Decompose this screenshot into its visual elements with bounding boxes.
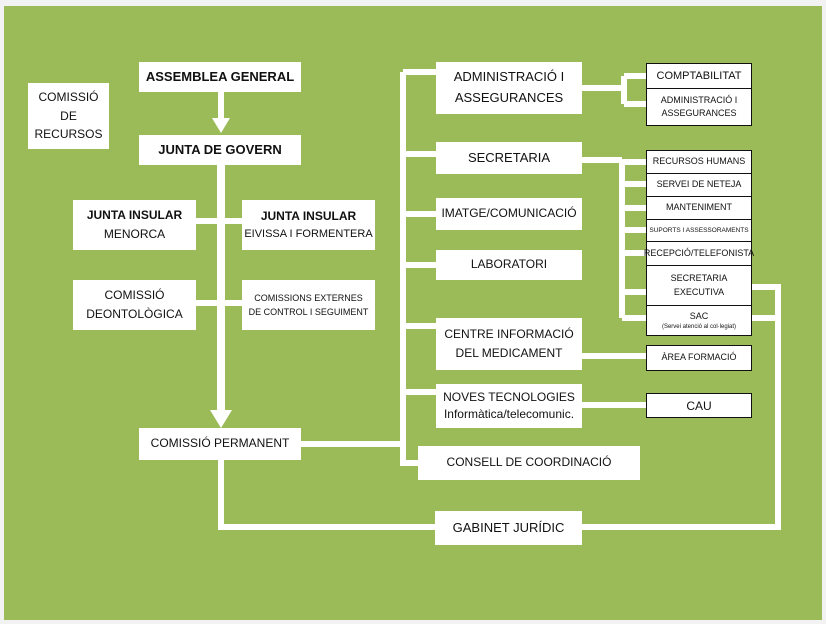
label: DE xyxy=(60,108,77,123)
area-formacio-box: ÀREA FORMACIÓ xyxy=(646,345,752,371)
servei-neteja-box: SERVEI DE NETEJA xyxy=(646,173,752,197)
label: COMPTABILITAT xyxy=(656,69,742,82)
label: NOVES TECNOLOGIES xyxy=(443,389,575,404)
junta-govern-box: JUNTA DE GOVERN xyxy=(139,135,301,165)
label: SERVEI DE NETEJA xyxy=(656,179,742,190)
administracio-small-box: ADMINISTRACIÓ I ASSEGURANCES xyxy=(646,88,752,126)
label: ADMINISTRACIÓ I xyxy=(660,94,738,105)
label: JUNTA DE GOVERN xyxy=(158,141,282,157)
secretaria-box: SECRETARIA xyxy=(436,142,582,174)
label: COMISSIÓ xyxy=(38,90,99,105)
label: DEONTOLÒGICA xyxy=(86,307,183,321)
label: SECRETARIA xyxy=(670,273,728,283)
label: DE CONTROL I SEGUIMENT xyxy=(248,307,369,317)
label: RECEPCIÓ/TELEFONISTA xyxy=(643,247,755,258)
label: ASSEGURANCES xyxy=(454,90,564,105)
label: DEL MEDICAMENT xyxy=(455,346,563,360)
centre-informacio-box: CENTRE INFORMACIÓ DEL MEDICAMENT xyxy=(436,318,582,370)
label: ASSEMBLEA GENERAL xyxy=(145,68,295,84)
comissions-externes-box: COMISSIONS EXTERNES DE CONTROL I SEGUIMEN… xyxy=(242,280,375,330)
label: MENORCA xyxy=(103,227,166,241)
laboratori-box: LABORATORI xyxy=(436,250,582,280)
label: ASSEGURANCES xyxy=(661,108,737,118)
label: GABINET JURÍDIC xyxy=(452,519,565,535)
label: ÀREA FORMACIÓ xyxy=(661,352,737,363)
cau-box: CAU xyxy=(646,393,752,418)
imatge-box: IMATGE/COMUNICACIÓ xyxy=(436,198,582,230)
label: CAU xyxy=(686,398,712,413)
label: COMISSIONS EXTERNES xyxy=(254,292,363,303)
label: SAC xyxy=(689,311,709,322)
secretaria-executiva-box: SECRETARIA EXECUTIVA xyxy=(646,265,752,306)
label: (Servei atenció al col·legiat) xyxy=(661,323,737,330)
label: SUPORTS I ASSESSORAMENTS xyxy=(649,226,749,234)
label: COMISSIÓ PERMANENT xyxy=(150,436,290,451)
label: JUNTA INSULAR xyxy=(260,208,357,223)
label: CONSELL DE COORDINACIÓ xyxy=(446,455,612,470)
comissio-recursos-box: COMISSIÓ DE RECURSOS xyxy=(28,83,109,149)
label: LABORATORI xyxy=(470,257,548,272)
junta-eivissa-box: JUNTA INSULAR EIVISSA I FORMENTERA xyxy=(242,200,375,250)
suports-box: SUPORTS I ASSESSORAMENTS xyxy=(646,219,752,242)
label: RECURSOS xyxy=(34,127,103,142)
label: EXECUTIVA xyxy=(673,286,725,297)
consell-coordinacio-box: CONSELL DE COORDINACIÓ xyxy=(418,446,640,480)
label: COMISSIÓ xyxy=(104,287,165,302)
label: EIVISSA I FORMENTERA xyxy=(244,227,373,240)
junta-menorca-box: JUNTA INSULAR MENORCA xyxy=(73,200,196,250)
deontologica-box: COMISSIÓ DEONTOLÒGICA xyxy=(73,280,196,330)
gabinet-juridic-box: GABINET JURÍDIC xyxy=(435,511,582,545)
label: IMATGE/COMUNICACIÓ xyxy=(441,206,577,221)
label: CENTRE INFORMACIÓ xyxy=(444,326,574,341)
assemblea-general-box: ASSEMBLEA GENERAL xyxy=(139,62,301,92)
label: Informàtica/telecomunic. xyxy=(443,407,575,421)
comissio-permanent-box: COMISSIÓ PERMANENT xyxy=(139,428,301,460)
recursos-humans-box: RECURSOS HUMANS xyxy=(646,150,752,174)
noves-tecnologies-box: NOVES TECNOLOGIES Informàtica/telecomunic… xyxy=(436,384,582,428)
label: RECURSOS HUMANS xyxy=(652,156,746,167)
recepcio-box: RECEPCIÓ/TELEFONISTA xyxy=(643,241,755,266)
sac-box: SAC(Servei atenció al col·legiat) xyxy=(646,305,752,336)
label: JUNTA INSULAR xyxy=(86,207,183,222)
comptabilitat-box: COMPTABILITAT xyxy=(646,63,752,89)
administracio-box: ADMINISTRACIÓ I ASSEGURANCES xyxy=(436,62,582,114)
label: SECRETARIA xyxy=(467,149,551,165)
label: ADMINISTRACIÓ I xyxy=(453,69,565,85)
label: MANTENIMENT xyxy=(666,202,732,213)
manteniment-box: MANTENIMENT xyxy=(646,196,752,220)
